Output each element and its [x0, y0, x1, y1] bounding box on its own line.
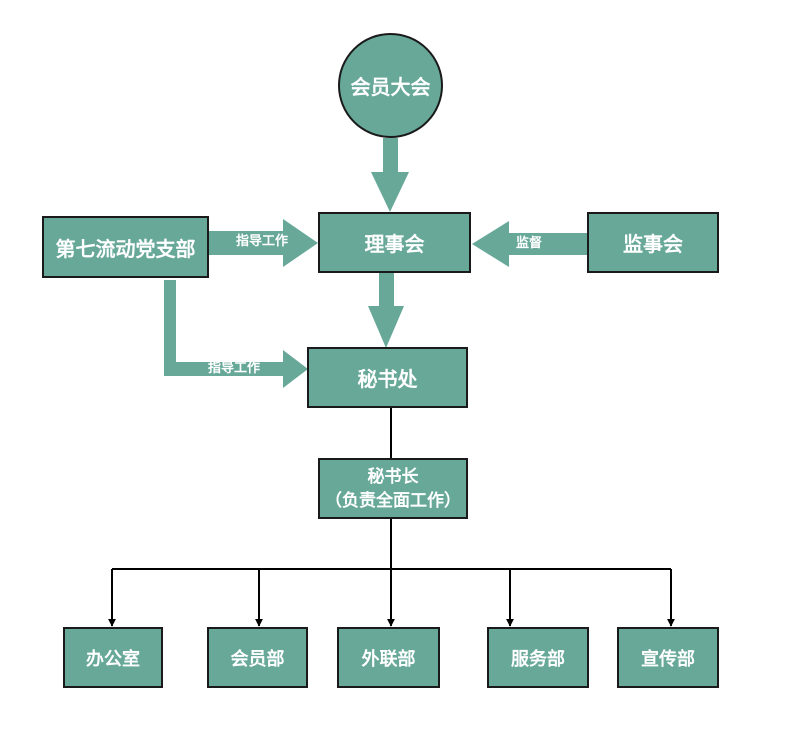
node-secretary-general-text: 秘书长 （负责全面工作）: [325, 465, 461, 513]
label-guide-council: 指导工作: [236, 234, 289, 249]
node-office: 办公室: [63, 627, 163, 688]
node-secretariat-label: 秘书处: [357, 367, 418, 391]
node-external-liaison-label: 外联部: [361, 648, 416, 670]
node-general-assembly: 会员大会: [338, 33, 443, 138]
node-membership: 会员部: [207, 627, 308, 688]
arrow-assembly-to-council: [371, 138, 409, 212]
arrow-supervisors-to-council: [472, 221, 588, 267]
node-council: 理事会: [318, 212, 471, 273]
node-publicity-label: 宣传部: [641, 648, 695, 670]
label-supervise: 监督: [516, 236, 543, 251]
node-membership-label: 会员部: [230, 648, 285, 670]
arrow-council-to-secretariat: [368, 272, 404, 348]
node-party-branch-label: 第七流动党支部: [55, 236, 196, 261]
node-general-assembly-label: 会员大会: [350, 75, 431, 99]
node-services: 服务部: [487, 627, 589, 688]
node-council-label: 理事会: [364, 232, 425, 256]
label-guide-secretariat: 指导工作: [208, 361, 261, 376]
node-supervisors: 监事会: [587, 212, 719, 273]
arrow-party-to-secretariat: [164, 280, 308, 388]
node-party-branch: 第七流动党支部: [42, 216, 209, 278]
node-secretariat: 秘书处: [307, 347, 468, 408]
arrow-party-to-council: [208, 219, 318, 267]
node-secretary-general-title: 秘书长: [367, 466, 419, 487]
node-external-liaison: 外联部: [337, 627, 440, 688]
node-secretary-general: 秘书长 （负责全面工作）: [318, 458, 468, 519]
node-office-label: 办公室: [86, 648, 140, 670]
node-services-label: 服务部: [511, 648, 565, 670]
node-publicity: 宣传部: [617, 627, 719, 688]
node-supervisors-label: 监事会: [623, 232, 683, 256]
node-secretary-general-note: （负责全面工作）: [325, 490, 461, 511]
